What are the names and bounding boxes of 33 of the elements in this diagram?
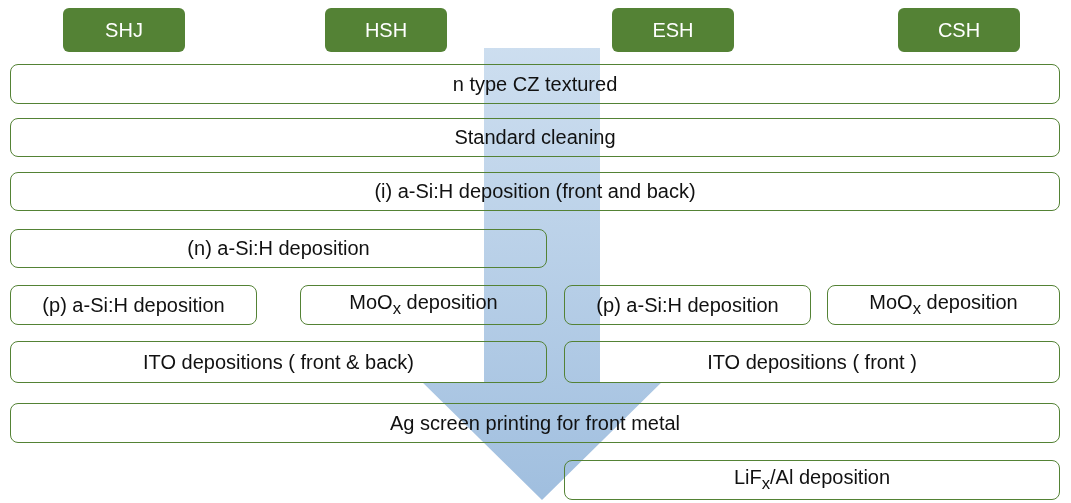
step-label: n type CZ textured [452,72,618,96]
block-arrow [423,48,661,500]
process-step-box [10,64,1060,104]
step-label: ITO depositions ( front ) [707,350,917,374]
process-step-box [10,285,257,325]
step-label: ITO depositions ( front & back) [143,350,414,374]
column-header [325,8,447,52]
process-step-box [564,460,1060,500]
process-step-box [564,341,1060,383]
step-label: Standard cleaning [454,126,616,149]
process-step-box [10,118,1060,157]
step-label: SHJ [105,18,143,42]
process-step-box [10,172,1060,211]
column-header [612,8,734,52]
process-step-box [10,403,1060,443]
step-label: Ag screen printing for front metal [389,411,681,435]
column-header [63,8,185,52]
step-label: CSH [937,18,981,42]
step-label: (p) a-Si:H deposition [596,293,779,317]
step-label: MoO$_{x}$ deposition [869,291,1018,319]
process-step-box [300,285,547,325]
step-label: (i) a-Si:H deposition (front and back) [374,180,696,203]
step-label: (n) a-Si:H deposition [187,237,370,260]
process-step-box [564,285,811,325]
step-label: (p) a-Si:H deposition [42,293,225,317]
process-step-box [10,229,547,268]
column-header [898,8,1020,52]
step-label: ESH [652,18,694,42]
step-label: HSH [364,18,408,42]
process-step-box [10,341,547,383]
step-label: LiF$_{x}$/Al deposition [733,466,891,494]
step-label: MoO$_{x}$ deposition [349,291,498,319]
process-step-box [827,285,1060,325]
